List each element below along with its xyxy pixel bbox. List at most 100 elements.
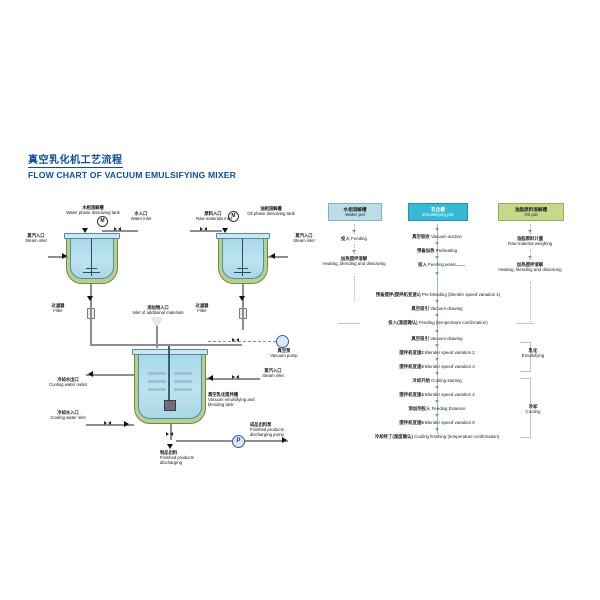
cooling-arrow-icon xyxy=(88,371,93,377)
oil-feed-join-right xyxy=(516,323,534,324)
flowchart-step-main-6: 真空吸引 Vacuum drawing xyxy=(411,336,463,341)
flow-arrow-icon xyxy=(435,358,439,361)
valve-icon xyxy=(166,432,173,437)
agitator-shaft xyxy=(91,238,92,276)
vacuum-emulsifying-tank xyxy=(132,346,208,424)
flowchart-spine xyxy=(437,224,438,434)
label-discharging-pump: 成品出料泵 Finished products discharging pump xyxy=(250,422,284,438)
manifold-pipe xyxy=(90,344,242,346)
water-phase-dissolving-tank xyxy=(64,233,120,284)
flow-arrow-icon xyxy=(435,372,439,375)
flowchart-step-main-13: 冷却终了(温度确认) Cooling finishing (temperatur… xyxy=(374,434,500,439)
scraper-blade xyxy=(148,380,166,383)
cooling-water-outlet-pipe xyxy=(86,374,134,376)
agitator-blade xyxy=(237,268,248,270)
steam-arrow-icon xyxy=(208,375,213,381)
connector-oil-3 xyxy=(530,282,531,322)
label-cooling-water-inlet: 冷却水入口 Cooling water inlet xyxy=(50,410,86,421)
flowchart-step-main-12: 搅拌机变速5 Blender speed variation 5 xyxy=(399,420,475,425)
feed-arrow-icon xyxy=(222,228,228,233)
connector-water-1 xyxy=(354,224,355,234)
valve-icon xyxy=(114,227,121,232)
flow-arrow-icon xyxy=(528,230,532,233)
label-steam-inlet-left: 蒸汽入口 Steam inlet xyxy=(25,233,47,244)
flowchart-step-main-7: 搅拌机变速2 Blender speed variation 2 xyxy=(399,350,475,355)
flow-arrow-icon xyxy=(352,250,356,253)
flow-arrow-icon xyxy=(435,300,439,303)
scraper-blade xyxy=(148,372,166,375)
homogenizer-shaft xyxy=(168,346,170,408)
label-raw-materials-inlet: 原料入口 Raw materials inlet xyxy=(196,211,233,222)
label-filter-left: 过滤器 Filter xyxy=(51,303,65,314)
motor-icon: M xyxy=(228,211,239,222)
flowchart-step-main-4: 真空吸引 Vacuum drawing xyxy=(411,306,463,311)
discharging-pump-icon: P xyxy=(232,435,245,448)
homogenizer-head xyxy=(164,400,176,411)
valve-icon xyxy=(200,227,207,232)
feed-arrow-icon xyxy=(82,228,88,233)
flow-arrow-icon xyxy=(435,400,439,403)
flowchart-step-main-9: 冷却开始 Cooling starting xyxy=(412,378,462,383)
flow-arrow-icon xyxy=(435,330,439,333)
flowchart-step-oil-1: 加热搅拌溶解 Heating, blending and dissolving xyxy=(498,262,562,273)
flow-arrow-icon xyxy=(435,228,439,231)
valve-icon xyxy=(232,375,239,380)
scraper-blade xyxy=(174,380,192,383)
vacuum-pump-icon xyxy=(276,335,289,348)
scraper-blade xyxy=(174,372,192,375)
vacuum-line xyxy=(208,341,276,342)
flowchart-step-water-1: 加热搅拌溶解 Heating, blending and dissolving xyxy=(322,256,386,267)
flowchart-header-water-pot: 水相溶解槽 Water pot xyxy=(328,203,382,222)
flowchart-step-main-11: 添加剂投入 Feeding Essence xyxy=(408,406,466,411)
flow-arrow-icon xyxy=(435,386,439,389)
connector-water-2 xyxy=(354,244,355,254)
bracket-cooling xyxy=(520,378,531,438)
tank-lid xyxy=(132,349,208,355)
scraper-blade xyxy=(148,388,166,391)
flow-arrow-icon xyxy=(528,256,532,259)
agitator-blade xyxy=(86,268,97,270)
flow-arrow-icon xyxy=(435,272,439,275)
flowchart-step-main-10: 搅拌机变速4 Blender speed variation 4 xyxy=(399,392,475,397)
label-filter-right: 过滤器 Filter xyxy=(195,303,209,314)
outlet-arrow-icon xyxy=(239,296,245,301)
steam-inlet-pipe-right xyxy=(268,256,288,258)
flowchart-step-main-5: 投入(温度确认) Feeding (temperature confirmati… xyxy=(388,320,488,325)
label-steam-inlet-right: 蒸汽入口 Steam inlet xyxy=(293,233,315,244)
flow-arrow-icon xyxy=(435,414,439,417)
flowchart-step-oil-0: 油脂原料计量 Raw material weighing xyxy=(507,236,553,247)
valve-icon xyxy=(104,421,111,426)
page-title: 真空乳化机工艺流程 FLOW CHART OF VACUUM EMULSIFYI… xyxy=(28,150,236,180)
agitator-blade xyxy=(83,272,100,274)
agitator-shaft xyxy=(242,238,243,276)
water-downpipe xyxy=(90,308,92,346)
label-vacuum-pump: 真空泵 Vacuum pump xyxy=(270,348,298,359)
tank-lid xyxy=(64,233,120,239)
agitator-blade xyxy=(234,272,251,274)
label-oil-phase-tank: 油相溶解槽 Oil phase dissolving tank xyxy=(247,206,295,217)
discharge-arrow-icon xyxy=(282,437,287,443)
motor-icon: M xyxy=(97,216,108,227)
flowchart-header-emulsifying-pot: 乳化槽 Emulsifying pot xyxy=(408,203,468,222)
additional-materials-funnel-icon xyxy=(152,318,162,326)
flow-arrow-icon xyxy=(435,242,439,245)
label-main-vessel: 真空乳化搅拌槽 Vacuum emulsifying and blending … xyxy=(208,392,255,408)
label-products-discharging: 制品出料 Finished products discharging xyxy=(160,450,194,466)
flow-arrow-icon xyxy=(435,256,439,259)
connector-oil-2 xyxy=(530,250,531,260)
label-water-phase-tank: 水相溶解槽 Water phase dissolving tank xyxy=(66,205,120,216)
steam-arrow-icon xyxy=(62,253,67,259)
flowchart-step-main-2: 投入 Feeding water xyxy=(418,262,456,267)
oil-downpipe xyxy=(242,308,244,330)
additional-materials-pipe xyxy=(156,326,158,348)
page-title-en: FLOW CHART OF VACUUM EMULSIFYING MIXER xyxy=(28,170,236,180)
label-water-inlet: 水入口 Water inlet xyxy=(130,211,152,222)
tank-lid xyxy=(216,233,270,239)
connector-water-3 xyxy=(354,276,355,300)
label-cooling-water-outlet: 冷却水出口 Cooling water outlet xyxy=(49,377,87,388)
flow-arrow-icon xyxy=(435,314,439,317)
flowchart-step-main-0: 真空吸收 Vacuum suction xyxy=(412,234,462,239)
steam-arrow-icon xyxy=(270,253,275,259)
side-label-emulsifying: 乳化 Emulsifying xyxy=(521,348,545,359)
